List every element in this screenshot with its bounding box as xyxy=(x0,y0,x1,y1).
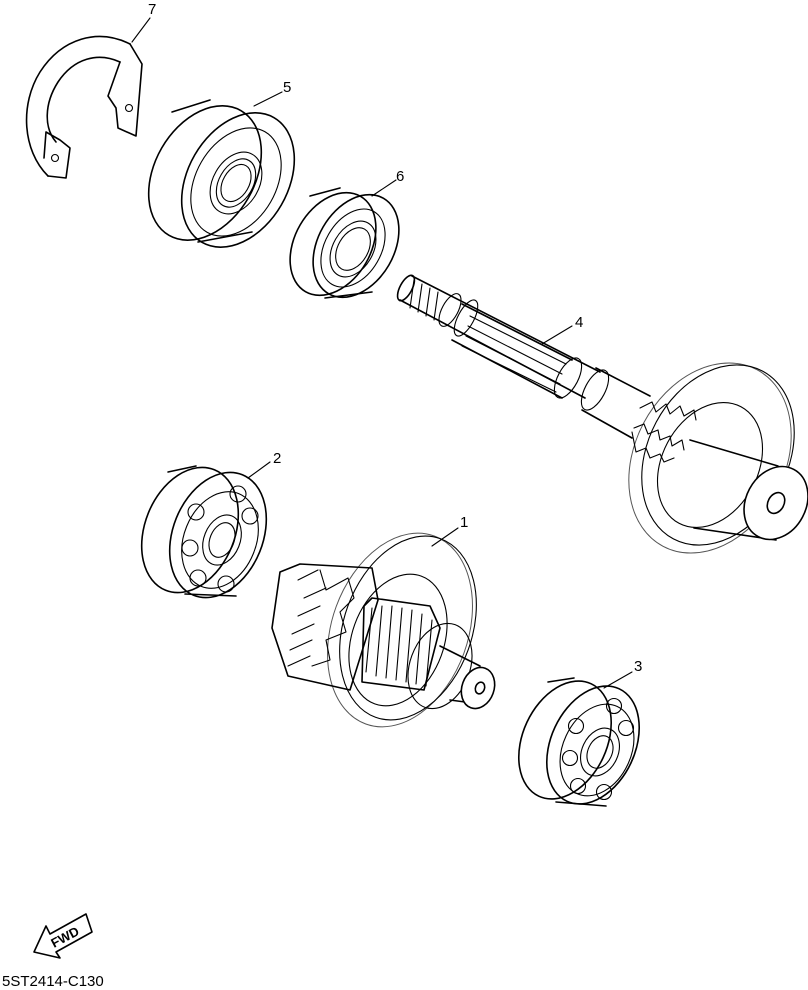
part-number-5: 5 xyxy=(283,79,291,96)
bearing-balls xyxy=(561,697,635,801)
bearing-balls xyxy=(181,485,259,593)
callout-1: 1 xyxy=(431,514,468,547)
forward-arrow-icon: FWD xyxy=(33,913,93,959)
part-number-3: 3 xyxy=(634,658,642,675)
callout-5: 5 xyxy=(253,79,291,107)
ball-bearing-part-3 xyxy=(517,677,641,807)
splined-shaft-part-4 xyxy=(396,274,808,554)
part-number-6: 6 xyxy=(396,168,404,185)
sealed-bearing-part-5 xyxy=(147,99,296,248)
callout-2: 2 xyxy=(247,450,281,479)
part-number-4: 4 xyxy=(575,314,583,331)
ball-bearing-part-2 xyxy=(140,465,268,599)
callout-4: 4 xyxy=(541,314,583,345)
part-number-2: 2 xyxy=(273,450,281,467)
drawing-code: 5ST2414-C130 xyxy=(2,973,104,990)
bearing-part-6 xyxy=(289,187,400,299)
callout-6: 6 xyxy=(371,168,404,197)
callout-7: 7 xyxy=(131,1,156,43)
part-number-7: 7 xyxy=(148,1,156,18)
callout-3: 3 xyxy=(603,658,642,689)
part-number-1: 1 xyxy=(460,514,468,531)
gear-assembly-part-1 xyxy=(271,532,496,728)
circlip-part-7 xyxy=(25,35,143,179)
